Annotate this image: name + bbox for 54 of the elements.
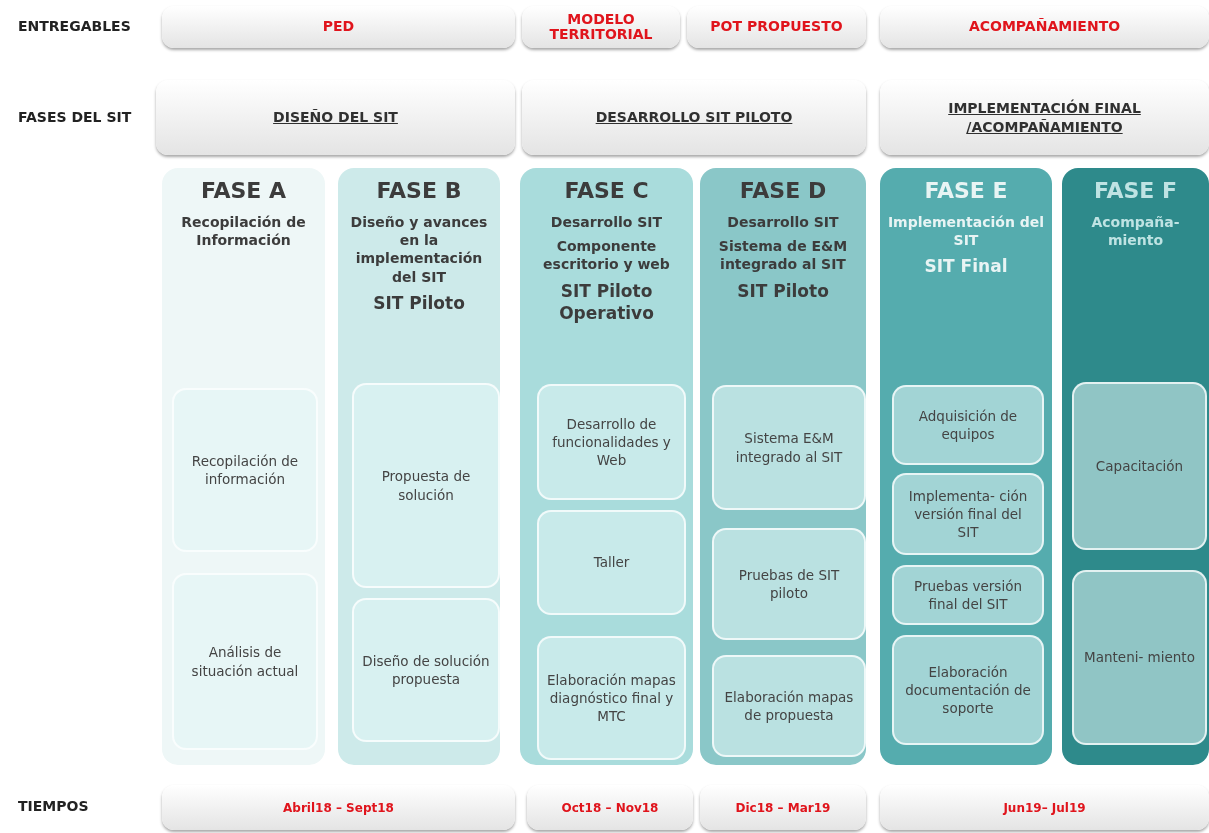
phase-column bbox=[1062, 168, 1209, 765]
activity-box: Elaboración documentación de soporte bbox=[892, 635, 1044, 745]
phase-description: Implementación del SIT bbox=[886, 213, 1046, 250]
phase-description: Sistema de E&M integrado al SIT bbox=[717, 237, 849, 274]
phase-description: SIT Piloto Operativo bbox=[558, 279, 655, 324]
phase-column bbox=[520, 168, 693, 765]
deliverable-bar: MODELO TERRITORIAL bbox=[522, 6, 680, 48]
timeline-bar: Abril18 – Sept18 bbox=[162, 785, 515, 830]
timeline-bar: Dic18 – Mar19 bbox=[700, 785, 866, 830]
phase-title: FASE F bbox=[1093, 178, 1178, 203]
activity-box: Elaboración mapas diagnóstico final y MTC bbox=[537, 636, 686, 760]
activity-box: Manteni- miento bbox=[1072, 570, 1207, 745]
activity-box: Taller bbox=[537, 510, 686, 615]
phase-column bbox=[162, 168, 325, 765]
phase-description: SIT Final bbox=[924, 255, 1008, 278]
phase-description: SIT Piloto bbox=[373, 291, 465, 314]
phase-description: Desarrollo SIT bbox=[727, 213, 839, 232]
phase-group-bar: IMPLEMENTACIÓN FINAL /ACOMPAÑAMIENTO bbox=[880, 80, 1209, 155]
phase-group-bar: DESARROLLO SIT PILOTO bbox=[522, 80, 866, 155]
deliverable-bar: ACOMPAÑAMIENTO bbox=[880, 6, 1209, 48]
phase-description: Desarrollo SIT bbox=[550, 213, 663, 232]
activity-box: Pruebas de SIT piloto bbox=[712, 528, 866, 640]
phase-column bbox=[338, 168, 500, 765]
phase-title: FASE E bbox=[924, 178, 1008, 203]
activity-box: Desarrollo de funcionalidades y Web bbox=[537, 384, 686, 500]
activity-box: Propuesta de solución bbox=[352, 383, 500, 588]
row-label: TIEMPOS bbox=[18, 798, 89, 814]
row-label: ENTREGABLES bbox=[18, 18, 131, 34]
phase-column bbox=[880, 168, 1052, 765]
phase-description: Acompaña- miento bbox=[1090, 213, 1181, 250]
phase-title: FASE B bbox=[376, 178, 462, 203]
phase-group-bar: DISEÑO DEL SIT bbox=[156, 80, 515, 155]
phase-title: FASE C bbox=[564, 178, 649, 203]
timeline-bar: Oct18 – Nov18 bbox=[527, 785, 693, 830]
deliverable-bar: POT PROPUESTO bbox=[687, 6, 866, 48]
timeline-bar: Jun19– Jul19 bbox=[880, 785, 1209, 830]
phase-title: FASE D bbox=[739, 178, 827, 203]
phase-description: SIT Piloto bbox=[737, 279, 829, 302]
phase-description: Diseño y avances en la implementación del SIT bbox=[349, 213, 489, 286]
activity-box: Pruebas versión final del SIT bbox=[892, 565, 1044, 625]
activity-box: Implementa- ción versión final del SIT bbox=[892, 473, 1044, 555]
phase-column bbox=[700, 168, 866, 765]
phase-title: FASE A bbox=[200, 178, 287, 203]
phase-description: Recopilación de Información bbox=[180, 213, 307, 250]
activity-box: Adquisición de equipos bbox=[892, 385, 1044, 465]
phase-description: Componente escritorio y web bbox=[542, 237, 671, 274]
activity-box: Recopilación de información bbox=[172, 388, 318, 552]
activity-box: Elaboración mapas de propuesta bbox=[712, 655, 866, 757]
deliverable-bar: PED bbox=[162, 6, 515, 48]
activity-box: Sistema E&M integrado al SIT bbox=[712, 385, 866, 510]
activity-box: Capacitación bbox=[1072, 382, 1207, 550]
activity-box: Análisis de situación actual bbox=[172, 573, 318, 750]
activity-box: Diseño de solución propuesta bbox=[352, 598, 500, 742]
row-label: FASES DEL SIT bbox=[18, 109, 132, 125]
